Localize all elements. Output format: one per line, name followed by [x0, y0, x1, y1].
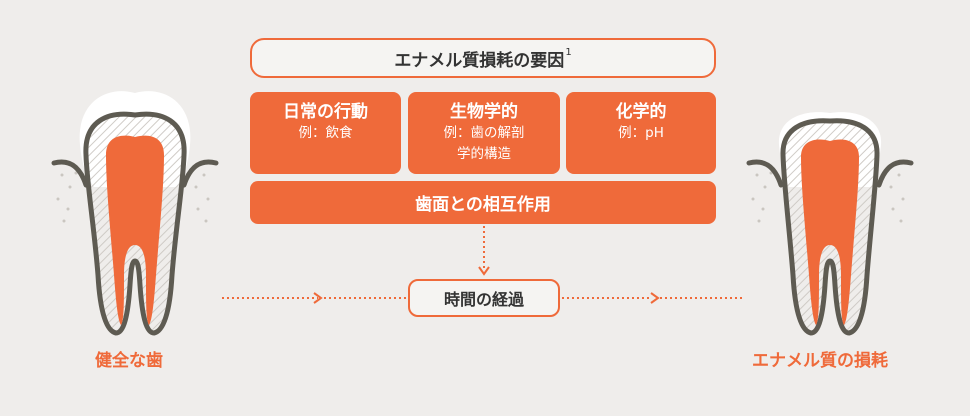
factor-daily-behavior: 日常の行動 例：飲食: [250, 92, 401, 174]
factor-example: 例：飲食: [298, 125, 353, 141]
worn-tooth-illustration: [746, 112, 914, 336]
healthy-tooth-label: 健全な歯: [95, 351, 163, 371]
healthy-tooth-illustration: [51, 91, 219, 336]
arrowhead-right-icon: [313, 292, 323, 304]
interaction-label: 歯面との相互作用: [415, 195, 551, 215]
factor-title: 化学的: [615, 102, 667, 122]
factor-example: 例：歯の解剖: [443, 125, 525, 141]
worn-tooth-label: エナメル質の損耗: [752, 351, 888, 371]
footnote-marker: 1: [565, 46, 572, 58]
factor-title: 生物学的: [450, 102, 518, 122]
factor-example-cont: 学的構造: [457, 146, 511, 162]
arrowhead-down-icon: [478, 266, 490, 276]
factor-title: 日常の行動: [283, 102, 368, 122]
arrowhead-right-icon: [650, 292, 660, 304]
factor-example: 例：pH: [618, 125, 664, 141]
diagram-title: エナメル質損耗の要因: [394, 50, 565, 71]
time-passage-box: 時間の経過: [408, 279, 560, 317]
time-passage-label: 時間の経過: [443, 290, 524, 309]
interaction-bar: 歯面との相互作用: [250, 181, 716, 224]
factor-biological: 生物学的 例：歯の解剖 学的構造: [408, 92, 560, 174]
factor-chemical: 化学的 例：pH: [566, 92, 716, 174]
